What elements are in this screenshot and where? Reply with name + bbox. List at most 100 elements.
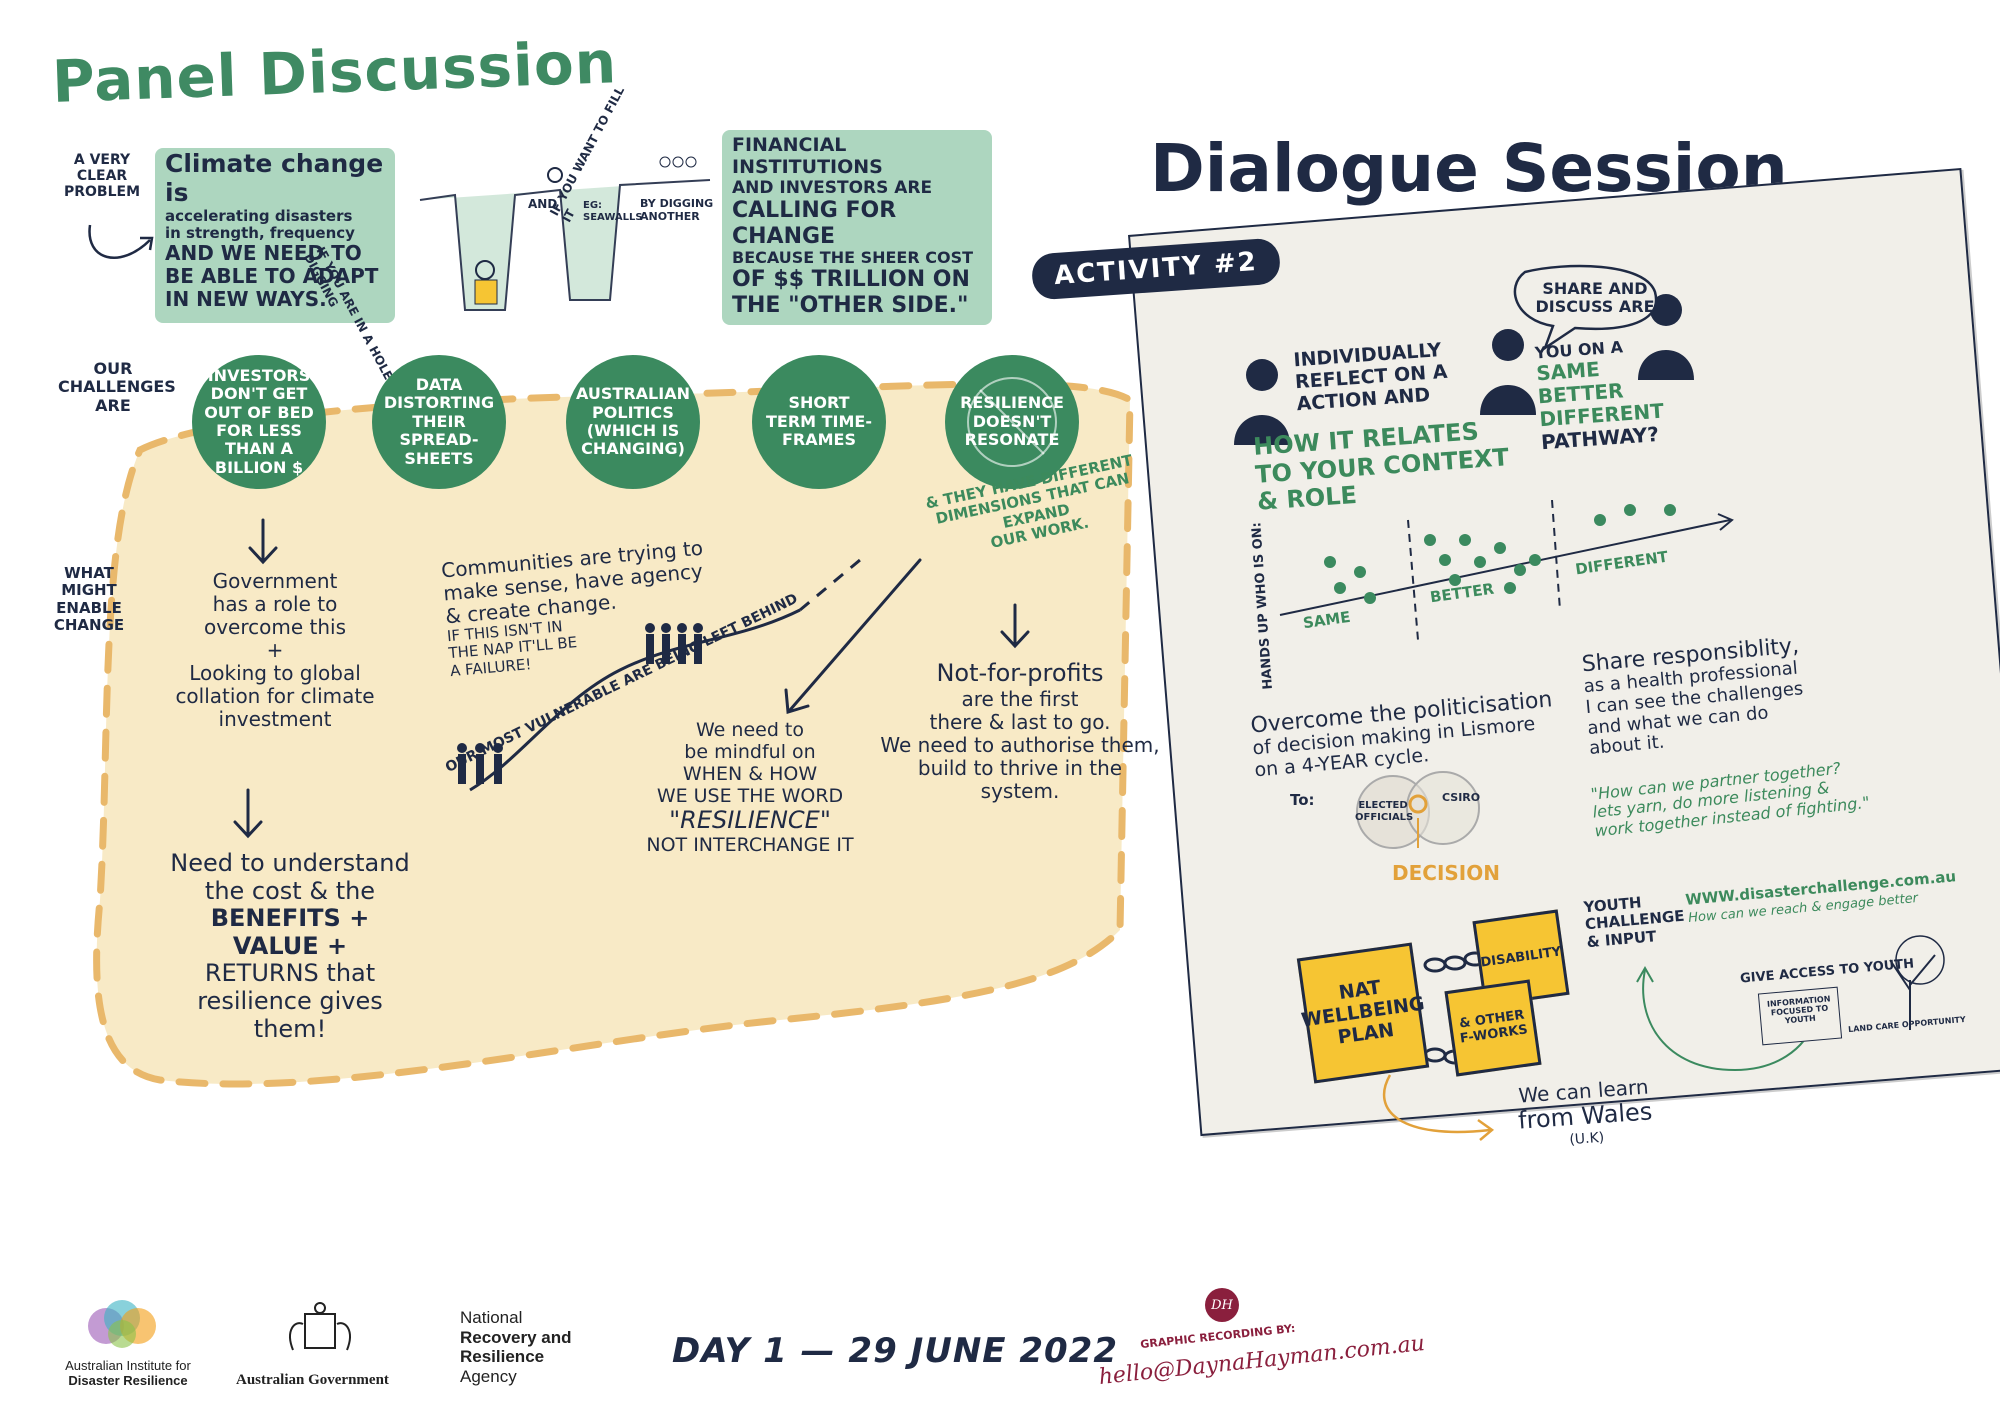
climate-line: AND WE NEED TO	[165, 241, 362, 265]
climate-line: IN NEW WAYS.	[165, 287, 327, 311]
understand-line: BENEFITS +	[210, 904, 370, 933]
problem-label-line: A VERY	[73, 152, 131, 168]
nrra-line: National	[460, 1308, 523, 1327]
panel-title: Panel Discussion	[50, 28, 619, 116]
share-prompt: YOU ON A SAME BETTER DIFFERENT PATHWAY?	[1534, 336, 1666, 454]
youth-label: YOUTH CHALLENGE & INPUT	[1583, 891, 1687, 951]
notforprofits-line: there & last to go.	[929, 709, 1111, 734]
problem-arrow	[88, 224, 154, 259]
climate-line: Climate change is	[165, 149, 384, 207]
mindful-line: be mindful on	[684, 740, 816, 763]
government-line: has a role to	[212, 592, 338, 616]
notforprofits-line: system.	[980, 778, 1060, 803]
government-line: investment	[218, 707, 332, 731]
understand-line: VALUE +	[232, 931, 348, 960]
hole-label-eg: EG: SEAWALLS	[583, 200, 643, 223]
challenge-circle-investors: INVESTORS DON'T GET OUT OF BED FOR LESS …	[192, 355, 326, 489]
challenges-label: OUR CHALLENGES ARE	[58, 359, 176, 415]
government-line: Government	[212, 569, 338, 593]
tree-icon	[1889, 935, 1945, 1030]
aidr-logo-line: Disaster Resilience	[68, 1373, 188, 1388]
hands-axis	[1279, 500, 1734, 641]
decision-label: DECISION	[1392, 861, 1500, 885]
nrra-line: Recovery and	[460, 1327, 572, 1347]
australian-government-text: Australian Government	[236, 1372, 389, 1388]
climate-line: BE ABLE TO ADAPT	[165, 264, 379, 288]
enable-label-line: WHAT	[64, 564, 114, 582]
venn-diagram	[1356, 771, 1480, 849]
government-line: collation for climate	[175, 684, 375, 708]
government-note: Government has a role to overcome this +…	[160, 570, 390, 731]
coat-of-arms-icon	[289, 1302, 351, 1351]
person-icon	[1480, 329, 1536, 415]
challenges-label-line: OUR	[93, 359, 133, 378]
hole-illustration	[419, 156, 711, 311]
mindful-line: WHEN & HOW	[682, 762, 818, 785]
vulnerable-people-icon	[457, 743, 503, 784]
wales-arrow	[1382, 1074, 1495, 1141]
share-bubble-line: SHARE AND	[1542, 279, 1648, 298]
no-sign-icon	[967, 377, 1057, 467]
climate-wash	[155, 148, 395, 323]
mindful-line: "RESILIENCE"	[669, 806, 831, 835]
enable-label-line: ENABLE	[56, 598, 122, 617]
aidr-logo-text: Australian Institute for Disaster Resili…	[48, 1358, 208, 1388]
community-people-icon	[645, 623, 703, 664]
challenges-label-line: CHALLENGES	[58, 377, 176, 397]
government-line: overcome this	[203, 615, 347, 639]
hole-label-c: BY DIGGING ANOTHER	[640, 197, 714, 223]
enable-label-line: MIGHT	[61, 581, 117, 600]
understand-line: Need to understand	[170, 849, 410, 877]
financial-line: CALLING FOR CHANGE	[732, 198, 897, 249]
person-icon	[1638, 294, 1694, 380]
understand-line: resilience gives	[197, 986, 383, 1015]
understand-line: RETURNS that	[204, 959, 376, 988]
climate-line: in strength, frequency	[165, 223, 355, 242]
notforprofits-note: Not-for-profits are the first there & la…	[870, 659, 1170, 803]
understand-line: the cost & the	[204, 876, 376, 905]
challenges-label-line: ARE	[95, 395, 131, 415]
problem-label-line: CLEAR	[76, 168, 128, 185]
wales-note: We can learn from Wales (U.K)	[1498, 1074, 1672, 1152]
venn-label-csiro: CSIRO	[1442, 791, 1481, 804]
nrra-logo: National Recovery and Resilience Agency	[460, 1308, 572, 1386]
financial-line: FINANCIAL INSTITUTIONS	[732, 134, 883, 178]
person-icon	[1234, 359, 1290, 445]
notforprofits-line: We need to authorise them,	[880, 732, 1160, 757]
individually-prompt: INDIVIDUALLY REFLECT ON A ACTION AND	[1293, 339, 1450, 416]
financial-line: THE "OTHER SIDE."	[732, 292, 969, 318]
financial-line: BECAUSE THE SHEER COST	[732, 247, 974, 267]
notforprofits-line: are the first	[961, 686, 1079, 711]
aidr-logo-icon	[88, 1300, 156, 1348]
notforprofits-line: Not-for-profits	[936, 659, 1104, 687]
climate-line: accelerating disasters	[165, 206, 353, 225]
speech-bubble	[1513, 264, 1658, 352]
challenge-circle-data: DATA DISTORTING THEIR SPREAD-SHEETS	[372, 355, 506, 489]
youth-arrow	[1636, 965, 1816, 1072]
government-line: +	[266, 638, 284, 662]
mindful-note: We need to be mindful on WHEN & HOW WE U…	[620, 719, 880, 857]
aidr-logo-line: Australian Institute for	[65, 1358, 191, 1373]
financial-line: AND INVESTORS ARE	[732, 177, 933, 198]
government-line: Looking to global	[189, 661, 361, 685]
challenge-circle-politics: AUSTRALIAN POLITICS (WHICH IS CHANGING)	[566, 355, 700, 489]
understand-note: Need to understand the cost & the BENEFI…	[150, 849, 430, 1043]
session-date: DAY 1 — 29 JUNE 2022	[672, 1331, 1118, 1371]
problem-label-line: PROBLEM	[63, 184, 141, 201]
climate-statement: Climate change is accelerating disasters…	[165, 149, 405, 311]
financial-statement: FINANCIAL INSTITUTIONS AND INVESTORS ARE…	[732, 134, 1002, 318]
financial-wash	[722, 130, 992, 325]
nrra-line: Agency	[460, 1366, 517, 1386]
sticky-wellbeing-plan: NAT WELLBEING PLAN	[1296, 942, 1430, 1084]
hole-label-and: AND	[528, 197, 558, 211]
problem-label: A VERY CLEAR PROBLEM	[62, 152, 142, 200]
share-bubble-text: SHARE AND DISCUSS ARE	[1525, 279, 1665, 317]
understand-line: them!	[253, 1014, 327, 1043]
enable-label-line: CHANGE	[53, 615, 125, 634]
info-sign: INFORMATION FOCUSED TO YOUTH	[1757, 986, 1843, 1046]
financial-line: OF $$ TRILLION ON	[732, 267, 970, 293]
sticky-other-frameworks: & OTHER F-WORKS	[1444, 979, 1542, 1077]
dh-monogram: DH	[1205, 1288, 1239, 1322]
to-label: To:	[1290, 791, 1315, 809]
share-bubble-line: DISCUSS ARE	[1535, 297, 1655, 317]
